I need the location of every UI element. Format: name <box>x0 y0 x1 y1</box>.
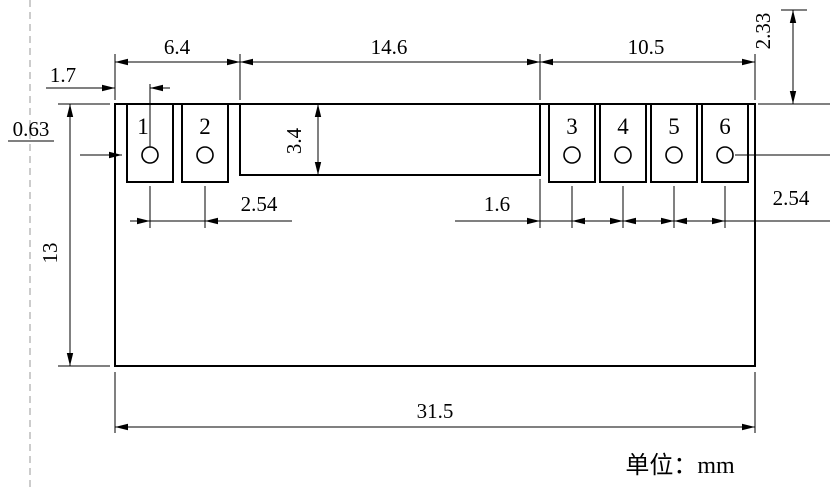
dim-label-step-to-pin3: 1.6 <box>484 192 510 216</box>
dim-label-body-width: 31.5 <box>417 399 454 423</box>
dim-label-top-to-hole: 2.33 <box>751 13 775 50</box>
dim-top-widths: 6.4 14.6 10.5 <box>114 35 756 100</box>
pad-4 <box>599 103 647 183</box>
dim-body-width: 31.5 <box>114 372 756 433</box>
dim-notch-height: 3.4 <box>282 104 322 175</box>
dim-label-notch-height: 3.4 <box>282 127 306 154</box>
dim-body-height: 13 <box>38 103 110 367</box>
dim-label-width-middle: 14.6 <box>371 35 408 59</box>
dim-top-to-hole: 2.33 <box>735 9 830 156</box>
pin-number-3: 3 <box>566 114 578 139</box>
pin-number-5: 5 <box>668 114 680 139</box>
unit-note: 单位：mm <box>625 452 735 479</box>
dim-right-chain: 1.6 2.54 <box>455 179 830 228</box>
hole-2 <box>196 146 214 164</box>
part-outline <box>114 103 756 367</box>
center-notch-outline <box>239 103 541 176</box>
dim-label-body-height: 13 <box>38 243 62 264</box>
pad-2 <box>181 103 229 183</box>
pad-6 <box>701 103 749 183</box>
pin-number-4: 4 <box>617 114 629 139</box>
module-body-outline <box>114 103 756 367</box>
dim-hole-diameter: 0.63 <box>8 117 122 159</box>
hole-4 <box>614 146 632 164</box>
pad-5 <box>650 103 698 183</box>
pad-3 <box>548 103 596 183</box>
dim-label-edge-to-pin1: 1.7 <box>50 63 76 87</box>
pin-number-1: 1 <box>137 114 149 139</box>
dim-edge-to-pin1: 1.7 <box>46 63 170 147</box>
hole-3 <box>563 146 581 164</box>
dim-label-pin-pitch-left: 2.54 <box>241 192 278 216</box>
pin-numbers: 1 2 3 4 5 6 <box>137 114 731 139</box>
pin-number-6: 6 <box>719 114 731 139</box>
dim-label-pin-pitch-right: 2.54 <box>773 186 810 210</box>
dim-label-width-right: 10.5 <box>628 35 665 59</box>
dim-label-hole-diameter: 0.63 <box>13 117 50 141</box>
hole-5 <box>665 146 683 164</box>
pin-number-2: 2 <box>199 114 211 139</box>
hole-1 <box>141 146 159 164</box>
dim-pin-pitch-left: 2.54 <box>130 186 292 228</box>
hole-6 <box>716 146 734 164</box>
dim-label-width-left: 6.4 <box>164 35 191 59</box>
